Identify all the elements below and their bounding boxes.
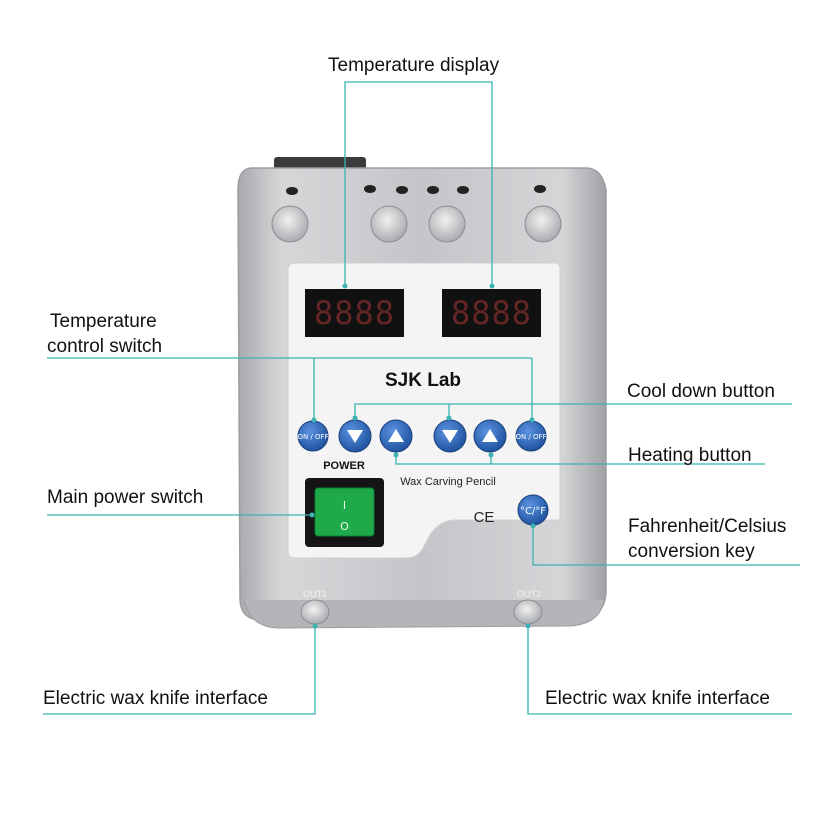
callout-cool-down-button: Cool down button — [627, 381, 775, 402]
port-out1-label: OUT1 — [303, 589, 327, 599]
leader-temperature-display — [344, 81, 493, 286]
callout-main-power-switch: Main power switch — [47, 487, 204, 508]
leader-heating — [395, 455, 765, 465]
wax-pencil-label: Wax Carving Pencil — [400, 476, 496, 488]
callout-fahrenheit-celsius-line1: Fahrenheit/Celsius — [628, 516, 787, 537]
on-off-label-left: ON / OFF — [297, 433, 328, 441]
wax-knife-port-left[interactable] — [300, 599, 330, 625]
display-left-digits: 8888 — [314, 294, 395, 332]
ce-mark: CE — [474, 509, 495, 526]
callout-temperature-control-line1: Temperature — [50, 311, 157, 332]
main-power-switch[interactable]: I O — [305, 478, 384, 547]
leader-wax-left — [43, 626, 316, 715]
callout-fahrenheit-celsius-line2: conversion key — [628, 541, 755, 562]
callout-temperature-control-line2: control switch — [47, 336, 163, 357]
on-off-label-right: ON / OFF — [515, 433, 546, 441]
top-knobs — [271, 205, 562, 243]
celsius-fahrenheit-key[interactable]: °C/°F — [517, 494, 549, 526]
wax-knife-port-right[interactable] — [513, 599, 543, 625]
callout-wax-knife-interface-right: Electric wax knife interface — [545, 688, 770, 709]
brand-label: SJK Lab — [385, 370, 461, 391]
arrow-down-icon — [347, 430, 363, 443]
top-vents — [286, 185, 546, 195]
callout-wax-knife-interface-left: Electric wax knife interface — [43, 688, 268, 709]
display-right-digits: 8888 — [451, 294, 532, 332]
leader-cf-key — [532, 526, 800, 566]
callout-temperature-display: Temperature display — [328, 55, 500, 76]
cf-key-label: °C/°F — [520, 506, 546, 517]
heating-button-right[interactable] — [473, 419, 507, 453]
power-label: POWER — [323, 460, 365, 472]
temperature-display-right: 8888 — [442, 289, 541, 337]
leader-cool-down — [354, 403, 792, 418]
temperature-display-left: 8888 — [305, 289, 404, 337]
port-out2-label: OUT2 — [517, 589, 541, 599]
callout-heating-button: Heating button — [628, 445, 752, 466]
switch-off-symbol: O — [340, 520, 349, 533]
arrow-down-icon — [442, 430, 458, 443]
leader-lines — [43, 81, 800, 715]
leader-dots — [309, 283, 536, 629]
arrow-up-icon — [482, 429, 498, 442]
arrow-up-icon — [388, 429, 404, 442]
on-off-button-left[interactable]: ON / OFF — [297, 420, 329, 452]
cool-down-button-left[interactable] — [338, 419, 372, 453]
on-off-button-right[interactable]: ON / OFF — [515, 420, 547, 452]
switch-on-symbol: I — [343, 499, 346, 512]
cool-down-button-right[interactable] — [433, 419, 467, 453]
leader-wax-right — [527, 626, 792, 715]
heating-button-left[interactable] — [379, 419, 413, 453]
